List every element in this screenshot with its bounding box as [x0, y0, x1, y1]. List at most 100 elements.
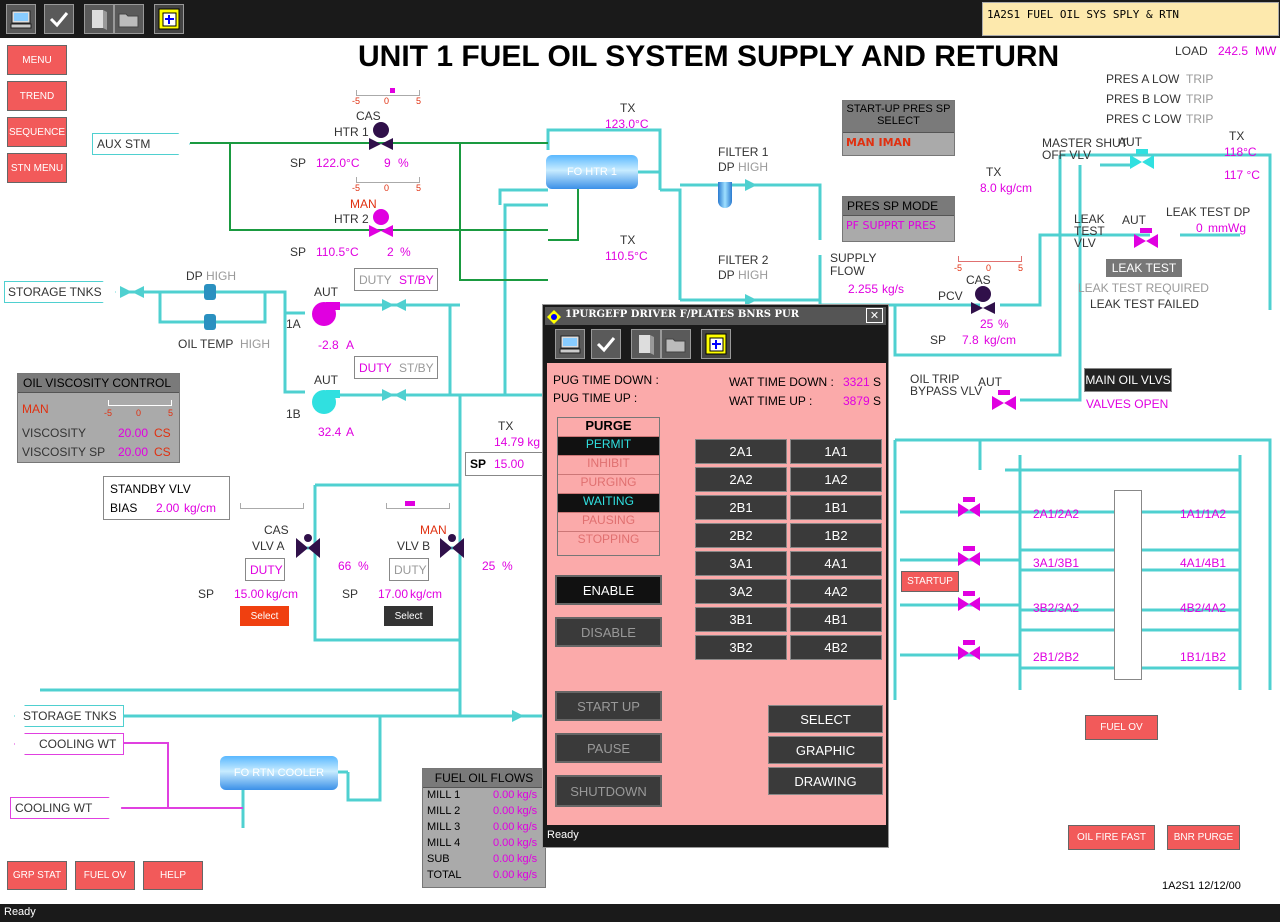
- main-oil-vlvs-button[interactable]: MAIN OIL VLVS: [1084, 368, 1172, 392]
- vlv-b-mode: MAN: [420, 523, 447, 537]
- pres-sp-mode-value: PF SUPPRT PRES: [846, 219, 937, 232]
- burner-button-right[interactable]: 4A1: [790, 551, 882, 576]
- vlv-a-pct: 66: [338, 559, 352, 573]
- fo-htr1[interactable]: FO HTR 1: [546, 155, 638, 189]
- pump-1b-icon[interactable]: [308, 388, 340, 416]
- burner-button-right[interactable]: 4B1: [790, 607, 882, 632]
- burner-button-right[interactable]: 1B1: [790, 495, 882, 520]
- vlv-b-duty-label: DUTY: [394, 563, 427, 577]
- popup-add-window-icon[interactable]: [701, 329, 731, 359]
- burner-button-left[interactable]: 2B1: [695, 495, 787, 520]
- burner-button-left[interactable]: 3A1: [695, 551, 787, 576]
- purge-header: PURGE: [558, 418, 659, 437]
- leak-test-valve-icon[interactable]: [1134, 228, 1158, 252]
- tx-123-label: TX: [620, 101, 636, 115]
- burner-button-right[interactable]: 1A1: [790, 439, 882, 464]
- sp-15-box[interactable]: SP 15.00: [465, 452, 545, 476]
- burner-button-left[interactable]: 3B1: [695, 607, 787, 632]
- vlv-a-duty[interactable]: DUTY: [245, 558, 285, 581]
- viscosity-panel[interactable]: OIL VISCOSITY CONTROL MAN -5 0 5 VISCOSI…: [17, 373, 180, 463]
- burner-button-right[interactable]: 1A2: [790, 467, 882, 492]
- startup-pres-panel[interactable]: START-UP PRES SP SELECT MAN IMAN: [842, 100, 955, 156]
- shutdown-button[interactable]: SHUTDOWN: [555, 775, 662, 807]
- standby-vlv-title: STANDBY VLV: [110, 482, 191, 496]
- popup-checkmark-icon[interactable]: [591, 329, 621, 359]
- oil-fire-fast-button[interactable]: OIL FIRE FAST: [1068, 825, 1155, 850]
- popup-door-icon[interactable]: [631, 329, 661, 359]
- oil-temp-state: HIGH: [240, 337, 270, 351]
- popup-close-icon[interactable]: ✕: [866, 308, 883, 323]
- standby-vlv-panel[interactable]: STANDBY VLV BIAS 2.00 kg/cm: [103, 476, 230, 520]
- pump-1b-mode: AUT: [314, 373, 338, 387]
- sequence-button[interactable]: SEQUENCE: [7, 117, 67, 147]
- pump-1a-icon[interactable]: [308, 300, 340, 328]
- burner-button-left[interactable]: 2A2: [695, 467, 787, 492]
- pump-1a-amps: -2.8: [318, 338, 339, 352]
- pres-sp-mode-title: PRES SP MODE: [843, 197, 954, 216]
- menu-button[interactable]: MENU: [7, 45, 67, 75]
- vlv-b-duty[interactable]: DUTY: [389, 558, 429, 581]
- popup-body: PUG TIME DOWN : PUG TIME UP : WAT TIME D…: [547, 363, 886, 825]
- computer-icon[interactable]: [6, 4, 36, 34]
- vlv-a-valve-icon[interactable]: [296, 534, 320, 566]
- htr2-valve-icon[interactable]: [368, 209, 394, 241]
- viscosity-scale-min: -5: [104, 408, 113, 418]
- aux-stm-label: AUX STM: [97, 137, 151, 151]
- trend-button[interactable]: TREND: [7, 81, 67, 111]
- fuel-ov-right-button[interactable]: FUEL OV: [1085, 715, 1158, 740]
- burner-label-left: 2B1/2B2: [1033, 650, 1080, 664]
- pres-sp-mode-panel[interactable]: PRES SP MODE PF SUPPRT PRES: [842, 196, 955, 242]
- flow-value: 0.00: [493, 821, 515, 833]
- burner-button-right[interactable]: 1B2: [790, 523, 882, 548]
- graphic-button[interactable]: GRAPHIC: [768, 736, 883, 764]
- fo-rtn-cooler[interactable]: FO RTN COOLER: [220, 756, 338, 790]
- burner-valve-icon[interactable]: [958, 640, 980, 664]
- vlv-b-select-button[interactable]: Select: [384, 606, 433, 626]
- burner-button-right[interactable]: 4A2: [790, 579, 882, 604]
- tx-110-label: TX: [620, 233, 636, 247]
- master-shutoff-valve-icon[interactable]: [1130, 149, 1154, 173]
- door-icon[interactable]: [84, 4, 114, 34]
- checkmark-icon[interactable]: [44, 4, 74, 34]
- folder-icon[interactable]: [114, 4, 144, 34]
- htr1-valve-icon[interactable]: [368, 122, 394, 154]
- drawing-button[interactable]: DRAWING: [768, 767, 883, 795]
- pause-button[interactable]: PAUSE: [555, 733, 662, 763]
- duty-box-2[interactable]: DUTY ST/BY: [354, 356, 438, 379]
- viscosity-label: VISCOSITY: [22, 426, 87, 440]
- burner-button-left[interactable]: 2B2: [695, 523, 787, 548]
- disable-button[interactable]: DISABLE: [555, 617, 662, 647]
- duty-box-1[interactable]: DUTY ST/BY: [354, 268, 438, 291]
- burner-button-left[interactable]: 3B2: [695, 635, 787, 660]
- wat-time-down-unit: S: [873, 375, 882, 389]
- standby-bias-unit: kg/cm: [184, 501, 217, 515]
- burner-valve-icon[interactable]: [958, 546, 980, 570]
- add-window-icon[interactable]: [154, 4, 184, 34]
- burner-valve-icon[interactable]: [958, 497, 980, 521]
- vlv-a-name: VLV A: [252, 539, 285, 553]
- select-button[interactable]: SELECT: [768, 705, 883, 733]
- popup-computer-icon[interactable]: [555, 329, 585, 359]
- fuel-ov-button[interactable]: FUEL OV: [75, 861, 135, 890]
- popup-folder-icon[interactable]: [661, 329, 691, 359]
- bnr-purge-button[interactable]: BNR PURGE: [1167, 825, 1240, 850]
- pcv-valve-icon[interactable]: [970, 286, 996, 318]
- flow-name: TOTAL: [427, 869, 462, 881]
- oil-trip-bypass-valve-icon[interactable]: [992, 390, 1016, 414]
- startup-button[interactable]: STARTUP: [901, 571, 959, 592]
- leak-test-button[interactable]: LEAK TEST: [1106, 259, 1182, 277]
- vlv-a-select-button[interactable]: Select: [240, 606, 289, 626]
- grp-stat-button[interactable]: GRP STAT: [7, 861, 67, 890]
- vlv-b-valve-icon[interactable]: [440, 534, 464, 566]
- burner-valve-icon[interactable]: [958, 591, 980, 615]
- start-up-button[interactable]: START UP: [555, 691, 662, 721]
- enable-button[interactable]: ENABLE: [555, 575, 662, 605]
- htr2-mode: MAN: [350, 197, 377, 211]
- burner-button-left[interactable]: 2A1: [695, 439, 787, 464]
- pug-time-down-label: PUG TIME DOWN :: [553, 373, 659, 387]
- help-button[interactable]: HELP: [143, 861, 203, 890]
- stn-menu-button[interactable]: STN MENU: [7, 153, 67, 183]
- burner-button-left[interactable]: 3A2: [695, 579, 787, 604]
- pres-b-label: PRES B LOW: [1106, 92, 1181, 106]
- burner-button-right[interactable]: 4B2: [790, 635, 882, 660]
